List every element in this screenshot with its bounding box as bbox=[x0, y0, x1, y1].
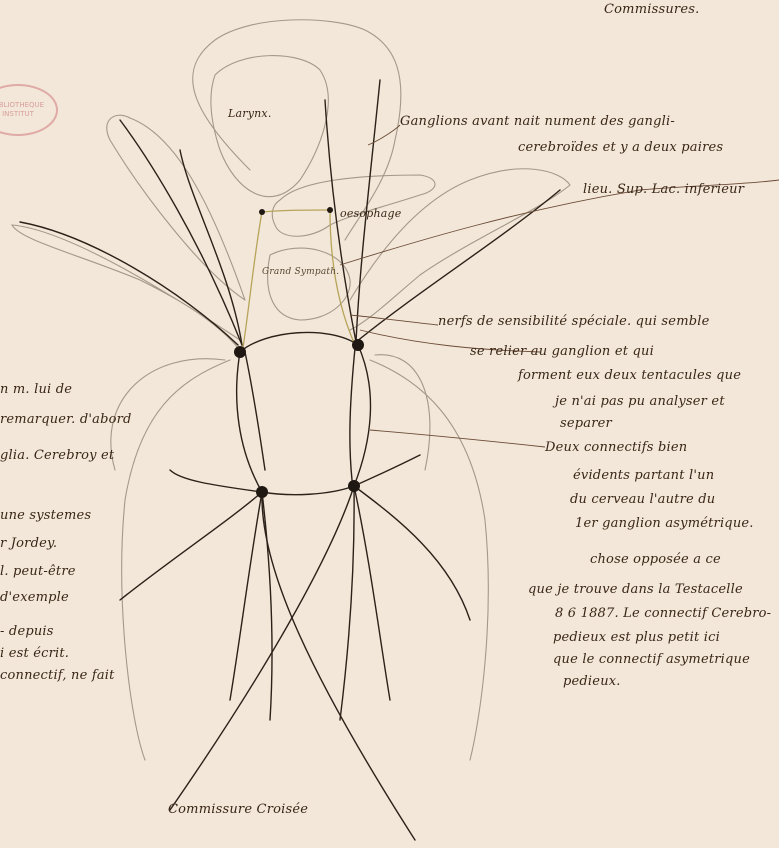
annotation-3-line-1: nerfs de sensibilité spéciale. qui sembl… bbox=[438, 312, 710, 332]
larynx-outline bbox=[211, 56, 328, 197]
inner-left-connective bbox=[245, 352, 265, 470]
leader-5 bbox=[370, 430, 545, 447]
annotation-3-line-3: forment eux deux tentacules que bbox=[518, 366, 741, 386]
note-top-right: Commissures. bbox=[604, 0, 699, 20]
sympathetic-label: Grand Sympath. bbox=[262, 262, 339, 282]
annotation-5-line-2: que je trouve dans la Testacelle bbox=[528, 580, 743, 600]
annotation-5-line-3: 8 6 1887. Le connectif Cerebro- bbox=[555, 604, 771, 624]
annotation-3-line-4: je n'ai pas pu analyser et bbox=[555, 392, 725, 412]
bottom-label: Commissure Croisée bbox=[168, 800, 308, 820]
cerebral-commissure bbox=[240, 332, 358, 352]
annotation-3-line-2: se relier au ganglion et qui bbox=[470, 342, 654, 362]
inner-right-connective bbox=[350, 348, 355, 480]
pedal-nerve-right-1 bbox=[354, 486, 470, 620]
annotation-2: lieu. Sup. Lac. inferieur bbox=[583, 180, 744, 200]
left-note-6: l. peut-être bbox=[0, 562, 76, 582]
annotation-5-line-4: pedieux est plus petit ici bbox=[553, 628, 720, 648]
left-note-9: i est écrit. bbox=[0, 644, 69, 664]
ganglia bbox=[234, 207, 364, 498]
annotation-1-line-1: Ganglions avant nait nument des gangli- bbox=[400, 112, 675, 132]
annotation-3-line-5: separer bbox=[560, 414, 612, 434]
left-cerebral-ganglion bbox=[234, 346, 246, 358]
body-outline-left bbox=[122, 360, 230, 760]
left-note-8: - depuis bbox=[0, 622, 54, 642]
left-note-4: une systemes bbox=[0, 506, 91, 526]
leader-3 bbox=[350, 315, 438, 325]
right-cerebral-ganglion bbox=[352, 339, 364, 351]
annotation-4-line-3: du cerveau l'autre du bbox=[570, 490, 715, 510]
inner-body-outline bbox=[111, 355, 430, 470]
annotation-5-line-5: que le connectif asymetrique bbox=[553, 650, 750, 670]
pedal-nerve-right-3 bbox=[340, 486, 354, 720]
larynx-label: Larynx. bbox=[228, 104, 272, 124]
annotation-5-line-1: chose opposée a ce bbox=[590, 550, 721, 570]
left-tentacle-nerve bbox=[20, 222, 238, 345]
crossed-commissure-2 bbox=[170, 486, 354, 810]
left-note-2: remarquer. d'abord bbox=[0, 410, 132, 430]
annotation-1-line-2: cerebroïdes et y a deux paires bbox=[518, 138, 723, 158]
left-note-5: r Jordey. bbox=[0, 534, 57, 554]
pedal-nerve-left-2 bbox=[230, 492, 262, 700]
right-pedal-ganglion bbox=[348, 480, 360, 492]
right-connective bbox=[354, 345, 370, 486]
yellow-nerve-left bbox=[243, 212, 262, 348]
pedal-nerve-left-4 bbox=[170, 470, 262, 492]
left-note-7: d'exemple bbox=[0, 588, 69, 608]
small-ganglion-right bbox=[327, 207, 333, 213]
crossed-commissure-1 bbox=[262, 492, 415, 840]
leader-1 bbox=[368, 125, 400, 145]
pedal-nerve-right-2 bbox=[354, 486, 390, 700]
body-outline-right bbox=[370, 360, 488, 760]
pedal-nerve-left-3 bbox=[262, 492, 272, 720]
left-note-1: n m. lui de bbox=[0, 380, 72, 400]
pedal-nerve-right-4 bbox=[354, 455, 420, 486]
pedal-nerve-left-1 bbox=[120, 492, 262, 600]
pedal-commissure bbox=[262, 486, 354, 495]
right-lobe-outline bbox=[350, 169, 570, 330]
annotation-4-line-4: 1er ganglion asymétrique. bbox=[575, 514, 754, 534]
left-note-10: connectif, ne fait bbox=[0, 666, 115, 686]
annotation-4-line-2: évidents partant l'un bbox=[573, 466, 714, 486]
small-ganglion-left bbox=[259, 209, 265, 215]
annotation-5-line-6: pedieux. bbox=[563, 672, 621, 692]
left-pedal-ganglion bbox=[256, 486, 268, 498]
left-tentacle-outline bbox=[12, 225, 240, 350]
annotation-4-line-1: Deux connectifs bien bbox=[545, 438, 687, 458]
left-note-3: glia. Cerebroy et bbox=[0, 446, 114, 466]
sac-outline bbox=[268, 248, 350, 320]
oesophagus-label: oesophage bbox=[340, 204, 401, 224]
